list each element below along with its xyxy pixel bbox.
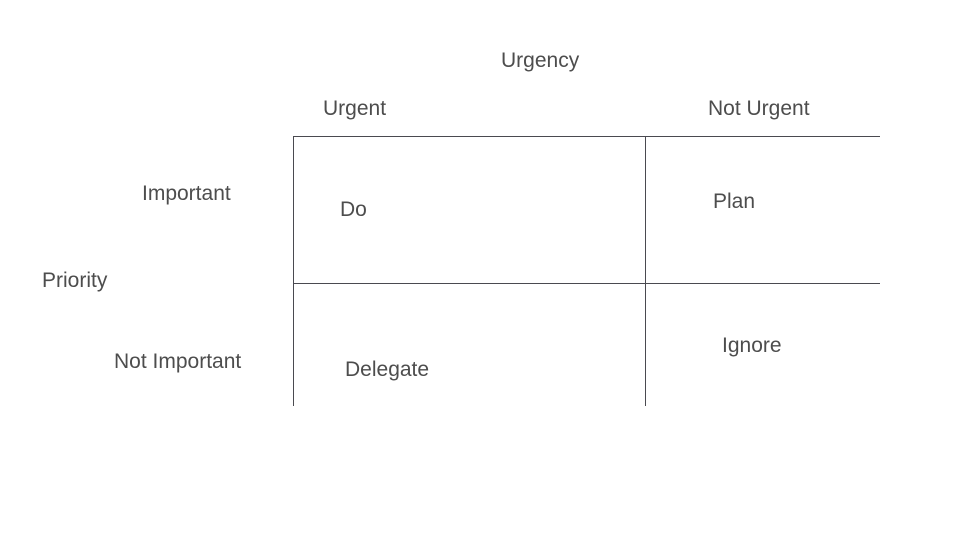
quadrant-delegate[interactable] <box>293 283 645 406</box>
grid-line-top <box>293 136 880 137</box>
quadrant-label-ignore: Ignore <box>722 334 782 357</box>
quadrant-label-do: Do <box>340 198 367 221</box>
urgency-axis-title: Urgency <box>501 49 580 72</box>
row-header-important: Important <box>142 182 231 205</box>
priority-axis-title: Priority <box>42 269 108 292</box>
column-header-not-urgent: Not Urgent <box>708 97 810 120</box>
quadrant-label-plan: Plan <box>713 190 756 213</box>
grid-line-horizontal-divider <box>293 283 880 284</box>
row-header-not-important: Not Important <box>114 350 242 373</box>
quadrant-plan[interactable] <box>645 136 880 283</box>
column-header-urgent: Urgent <box>323 97 387 120</box>
grid-line-left <box>293 136 294 406</box>
quadrant-label-delegate: Delegate <box>345 358 430 381</box>
grid-line-vertical-divider <box>645 136 646 406</box>
